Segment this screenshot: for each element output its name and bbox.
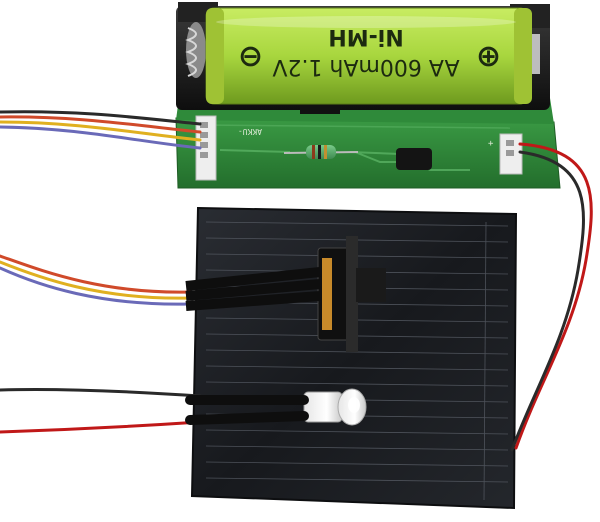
- solar-to-pcb-wires: [510, 142, 593, 452]
- led: [303, 388, 367, 426]
- transistor: [396, 148, 432, 170]
- battery-capacity-label: AA 600mAh 1.2V: [272, 54, 459, 79]
- battery-plus-icon: ⊕: [476, 39, 501, 74]
- battery-minus-icon: ⊖: [238, 39, 263, 74]
- plus-contact: [530, 34, 540, 74]
- slide-switch[interactable]: [317, 236, 386, 352]
- battery-chemistry-label: Ni-MH: [328, 24, 403, 49]
- aa-battery: [205, 7, 532, 105]
- switch-cables: [185, 267, 321, 311]
- pcb-connector-label-right: +: [488, 139, 494, 149]
- resistor: [283, 145, 359, 159]
- pcb-connector-label-left: AKKU-: [238, 127, 262, 136]
- wire-bundle-mid-left: [0, 254, 192, 306]
- wire-bundle-top-left: [0, 110, 202, 150]
- right-wire-connector: [499, 133, 523, 175]
- spring-contact-icon: [185, 22, 206, 78]
- led-wires: [0, 387, 309, 434]
